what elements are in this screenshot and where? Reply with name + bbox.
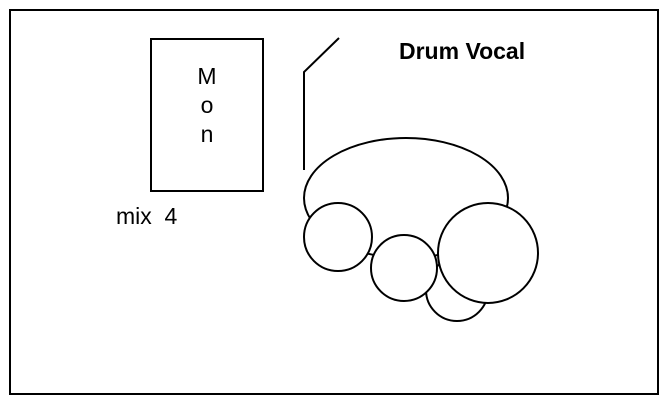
large-drum-right [437,202,539,304]
mic-stand [303,37,340,170]
diagram-title: Drum Vocal [399,38,526,64]
rack-tom-left [303,202,373,272]
rack-tom-middle [370,234,438,302]
diagram-frame [9,9,659,395]
mix-label: mix 4 [116,203,178,229]
monitor-wedge: M o n [150,38,264,192]
monitor-letter-n: n [200,121,214,147]
monitor-letter-m: M [197,63,217,89]
monitor-letter-o: o [200,92,214,118]
